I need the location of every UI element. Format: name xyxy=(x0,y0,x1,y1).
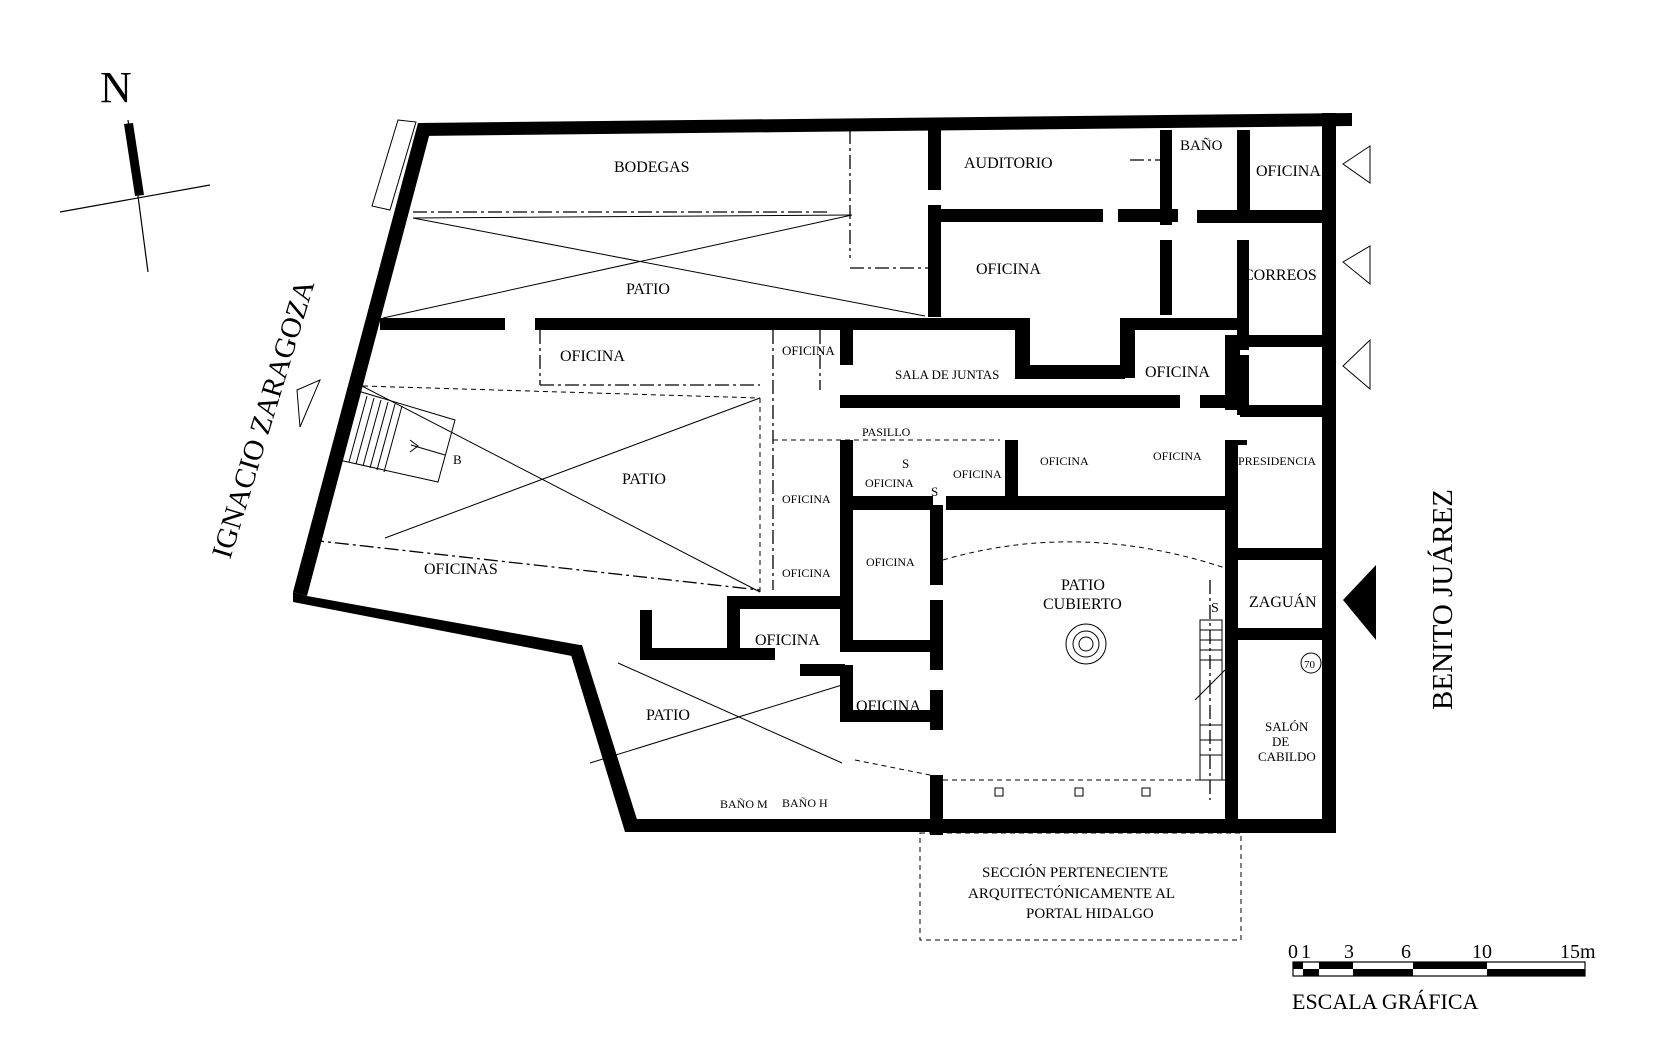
east-staircase xyxy=(1194,619,1226,781)
room-patio-south: PATIO xyxy=(646,707,690,724)
room-bano-m: BAÑO M xyxy=(720,797,768,811)
scale-tick-10: 10 xyxy=(1472,941,1492,963)
room-oficina-row1-small: OFICINA xyxy=(782,343,835,358)
entrance-triangles xyxy=(296,145,1376,640)
room-oficina-col2: OFICINA xyxy=(782,566,831,580)
room-auditorio: AUDITORIO xyxy=(964,155,1053,172)
room-pasillo: PASILLO xyxy=(862,425,911,439)
room-salon-line1: SALÓN xyxy=(1265,719,1309,734)
room-oficina-ne: OFICINA xyxy=(1256,163,1321,180)
room-presidencia: PRESIDENCIA xyxy=(1238,454,1316,468)
room-patio-cubierto-line2: CUBIERTO xyxy=(1043,596,1122,613)
interior-walls xyxy=(380,130,1335,835)
portal-note: SECCIÓN PERTENECIENTE ARQUITECTÓNICAMENT… xyxy=(968,864,1175,922)
room-bodegas: BODEGAS xyxy=(614,159,690,176)
room-labels: BODEGAS AUDITORIO BAÑO OFICINA PATIO OFI… xyxy=(424,138,1321,811)
stair-marker-s1: S xyxy=(902,456,909,471)
stair-marker-s2: S xyxy=(931,484,938,499)
north-label: N xyxy=(100,63,132,112)
street-number-marker xyxy=(1300,652,1322,674)
north-arrow: N xyxy=(59,63,211,273)
scale-tick-1: 1 xyxy=(1301,941,1311,963)
street-number: 70 xyxy=(1304,659,1316,671)
room-oficina-row1-right: OFICINA xyxy=(1145,364,1210,381)
room-oficina-p2: OFICINA xyxy=(953,467,1002,481)
street-label-benito-juarez: BENITO JUÁREZ xyxy=(1426,489,1459,710)
scale-bar: 0 1 3 6 10 15m ESCALA GRÁFICA xyxy=(1288,941,1596,1014)
street-label-ignacio-zaragoza: IGNACIO ZARAGOZA xyxy=(206,276,321,562)
room-correos: CORREOS xyxy=(1243,267,1317,284)
room-oficina-p1: OFICINA xyxy=(865,476,914,490)
scale-tick-15: 15m xyxy=(1560,941,1596,963)
markers: B S S S 70 xyxy=(453,452,1316,671)
room-salon-line2: DE xyxy=(1272,734,1289,749)
room-oficina-col1: OFICINA xyxy=(782,492,831,506)
west-staircase xyxy=(329,387,456,483)
scale-tick-6: 6 xyxy=(1401,941,1411,963)
room-oficina-row1-left: OFICINA xyxy=(560,348,625,365)
scale-tick-3: 3 xyxy=(1344,941,1354,963)
scale-title: ESCALA GRÁFICA xyxy=(1292,989,1479,1014)
main-entrance-marker xyxy=(1343,565,1376,640)
dashed-lines xyxy=(309,130,1242,941)
room-salon-line3: CABILDO xyxy=(1258,749,1316,764)
room-oficina-lower: OFICINA xyxy=(856,698,921,715)
stair-marker-b: B xyxy=(453,452,462,467)
scale-tick-0: 0 xyxy=(1288,941,1298,963)
room-oficinas: OFICINAS xyxy=(424,561,498,578)
room-bano-h: BAÑO H xyxy=(782,796,828,810)
portal-note-line3: PORTAL HIDALGO xyxy=(1026,906,1154,922)
stair-marker-s3: S xyxy=(1211,601,1219,616)
portal-note-line2: ARQUITECTÓNICAMENTE AL xyxy=(968,885,1175,902)
room-patio-central: PATIO xyxy=(622,471,666,488)
room-bano-top: BAÑO xyxy=(1180,138,1223,154)
patio-columns xyxy=(994,787,1151,797)
room-oficina-left-col: OFICINA xyxy=(866,555,915,569)
room-patio-north: PATIO xyxy=(626,281,670,298)
patio-diagonals xyxy=(359,214,926,764)
portal-note-line1: SECCIÓN PERTENECIENTE xyxy=(982,864,1168,881)
room-oficina-p4: OFICINA xyxy=(1153,449,1202,463)
room-patio-cubierto-line1: PATIO xyxy=(1061,577,1105,594)
room-oficina-upper-mid: OFICINA xyxy=(976,261,1041,278)
room-oficina-mid: OFICINA xyxy=(755,632,820,649)
room-oficina-p3: OFICINA xyxy=(1040,454,1089,468)
room-sala-de-juntas: SALA DE JUNTAS xyxy=(895,367,999,382)
room-zaguan: ZAGUÁN xyxy=(1249,592,1317,611)
fountain-icon xyxy=(1065,623,1107,665)
exterior-walls xyxy=(293,113,1352,833)
